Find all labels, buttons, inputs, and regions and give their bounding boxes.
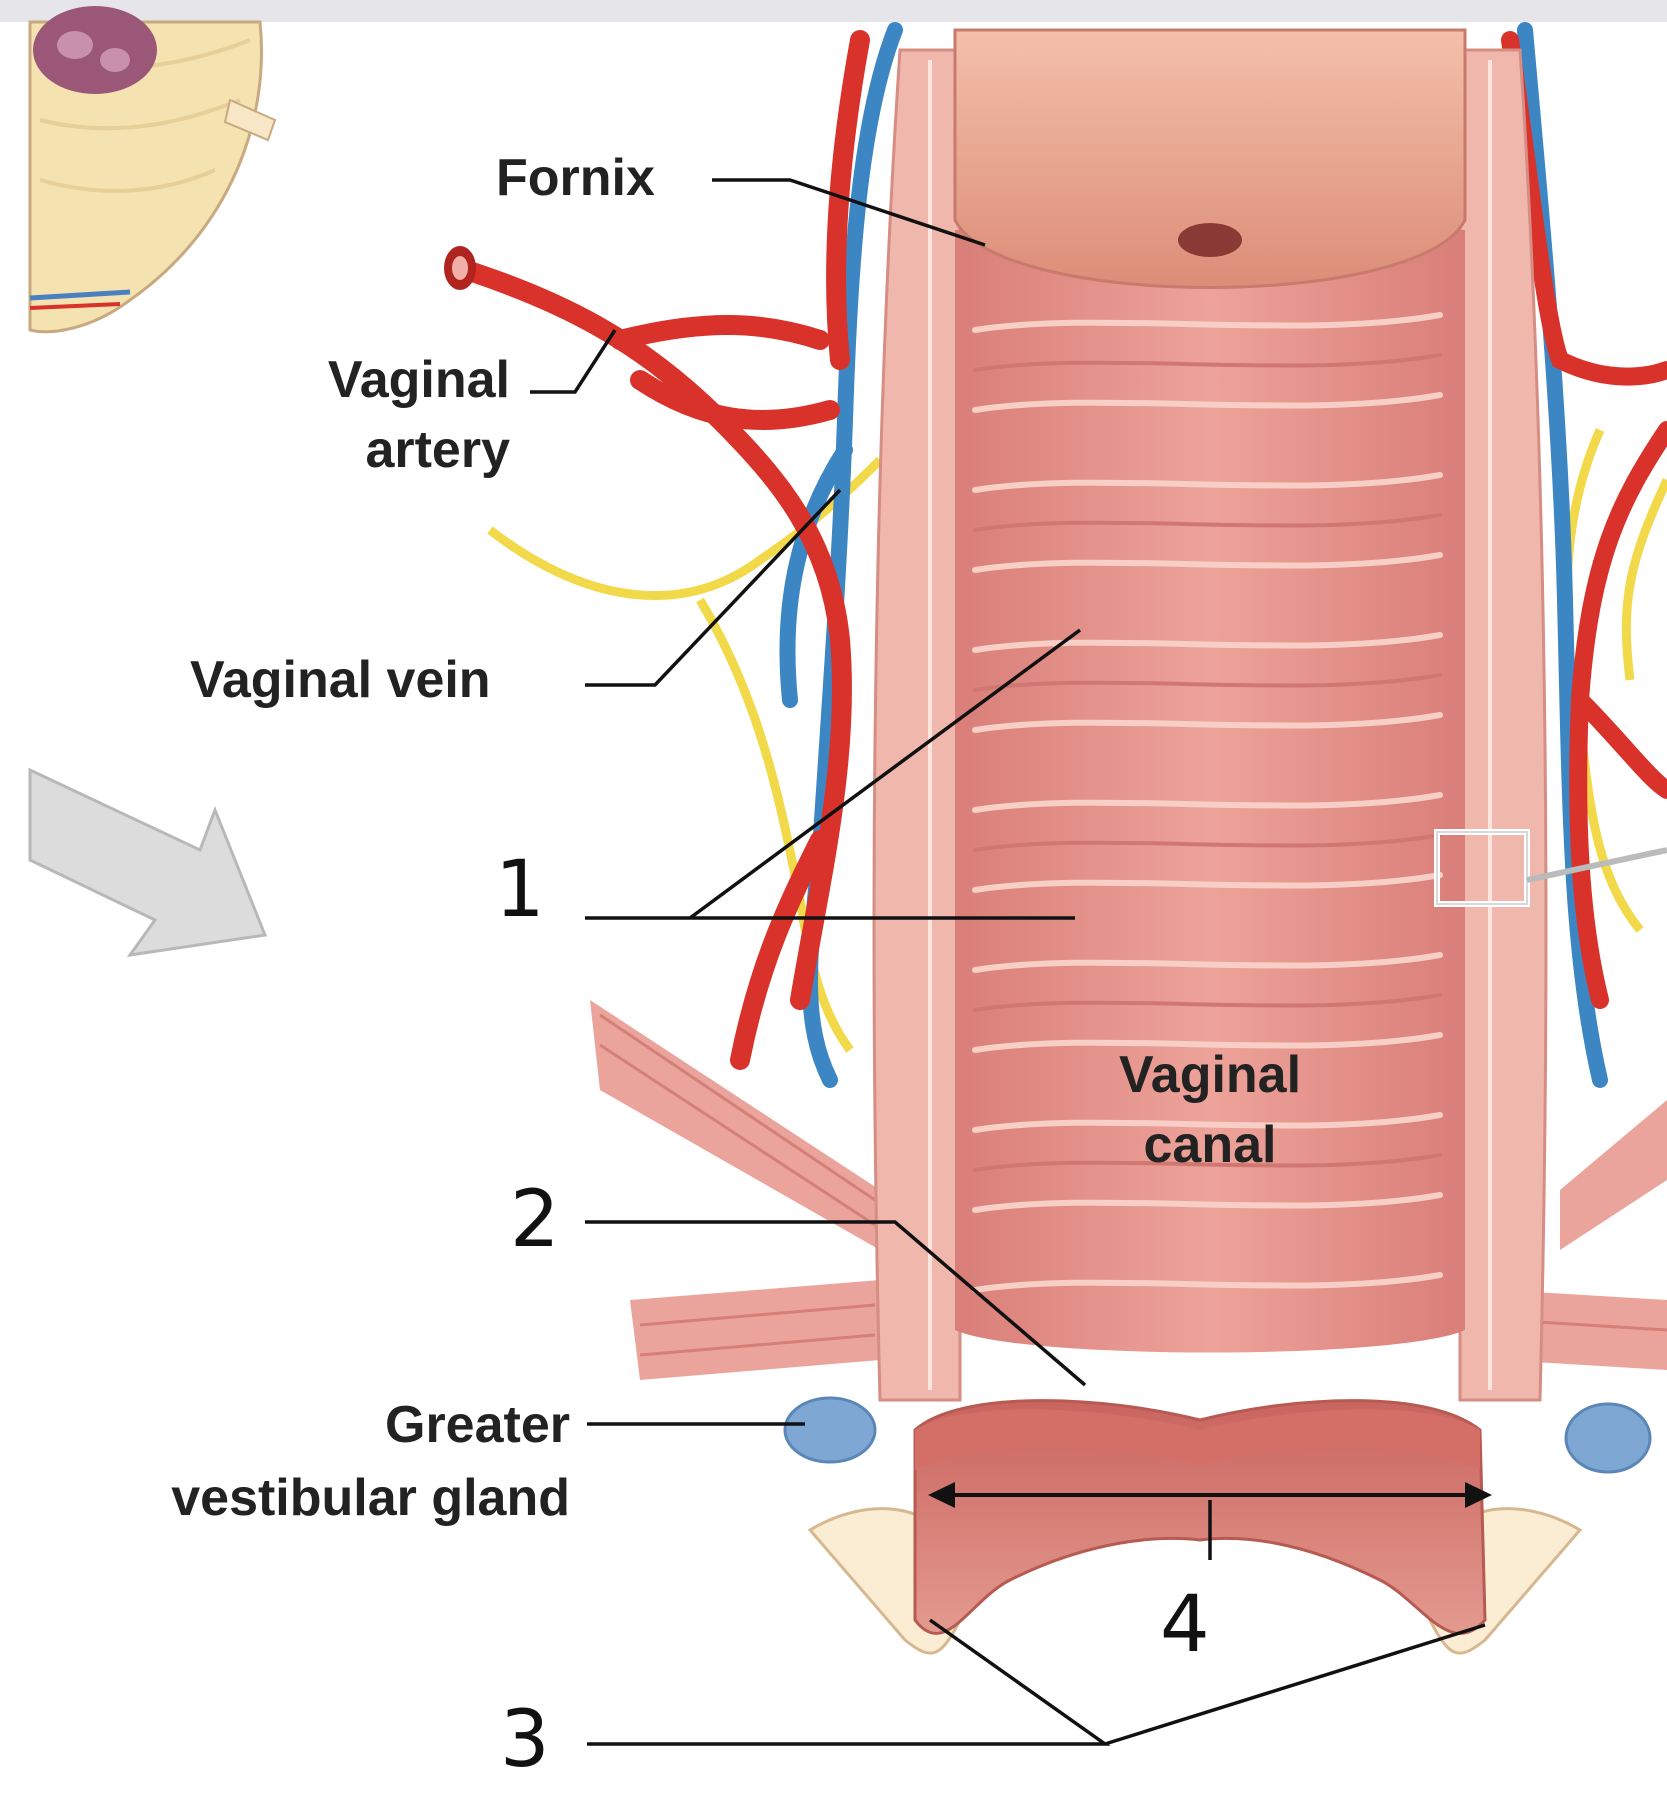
- pelvic-muscle-left: [590, 1000, 880, 1380]
- uterus-fragment: [28, 6, 277, 334]
- label-vaginal-artery-line2: artery: [365, 421, 510, 479]
- pointer-arrow: [28, 767, 268, 958]
- leader-vaginal-vein: [585, 488, 842, 687]
- vaginal-canal-shape: [955, 230, 1465, 1353]
- ovary-shape: [33, 6, 157, 94]
- handwritten-number-4: 4: [1160, 1580, 1210, 1670]
- external-os: [1178, 223, 1242, 257]
- label-vaginal-vein: Vaginal vein: [190, 651, 491, 709]
- label-vaginal-canal-line1: Vaginal: [1118, 1046, 1302, 1104]
- leader-3-left: [587, 1618, 1111, 1746]
- detail-pointer: [1526, 847, 1667, 883]
- label-fornix: Fornix: [496, 149, 655, 207]
- label-vaginal-artery-line1: Vaginal: [327, 351, 510, 409]
- label-greater-vestibular-gland-line2: vestibular gland: [171, 1469, 570, 1527]
- top-frame-bar: [0, 0, 1667, 22]
- orifice-width-arrow: [928, 1482, 1492, 1508]
- leader-vaginal-artery: [530, 329, 617, 394]
- handwritten-number-2: 2: [510, 1175, 560, 1265]
- handwritten-number-1: 1: [495, 845, 545, 935]
- leader-2: [585, 1220, 1087, 1387]
- vestibular-glands: [783, 1396, 1652, 1474]
- handwritten-number-3: 3: [500, 1695, 550, 1785]
- leader-lines: [530, 178, 1486, 1746]
- vaginal-wall: [872, 48, 1548, 1402]
- leader-3-right: [1104, 1623, 1486, 1746]
- label-greater-vestibular-gland-line1: Greater: [385, 1396, 570, 1454]
- leader-fornix: [712, 178, 986, 247]
- leader-1-upper: [688, 628, 1082, 920]
- cervix-shape: [953, 28, 1467, 289]
- vaginal-orifice: [807, 1399, 1583, 1655]
- label-vaginal-canal-line2: canal: [1143, 1116, 1277, 1174]
